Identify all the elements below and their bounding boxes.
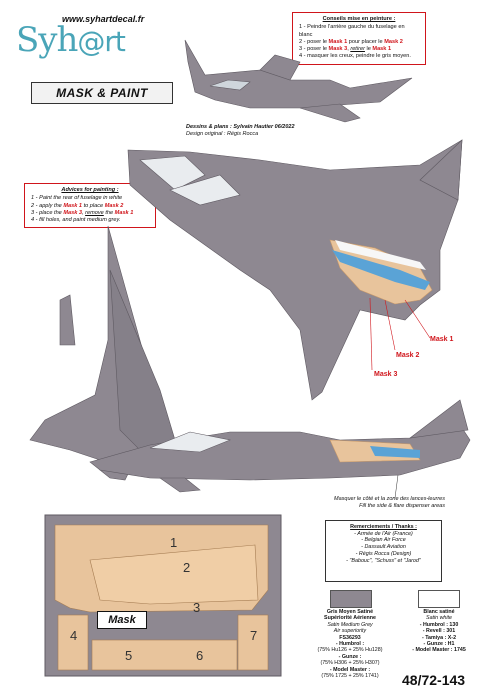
site-url[interactable]: www.syhartdecal.fr [62, 14, 145, 24]
mask-number-3: 3 [193, 600, 201, 615]
fr-instructions-title: Conseils mise en peinture : [322, 16, 396, 22]
side-note-pointer [394, 474, 399, 499]
fr-step-3: 3 - poser le Mask 3, retirer le Mask 1 [299, 46, 392, 53]
side-note-fr: Masquer le côté et la zone des lances-le… [334, 496, 445, 502]
thanks-title: Remerciements / Thanks : [350, 524, 417, 530]
brand-part1: Syh [16, 20, 78, 60]
white-color-swatch [418, 590, 460, 608]
mask-sheet [44, 514, 282, 677]
product-reference: 48/72-143 [402, 672, 466, 688]
aircraft-underside-view [29, 225, 176, 481]
mask-number-4: 4 [70, 628, 78, 643]
credits-drawings: Dessins & plans : Sylvain Hautier 06/202… [186, 124, 295, 130]
en-instructions-title: Advices for painting : [61, 187, 119, 193]
en-step-1: 1 - Paint the rear of fuselage in white [31, 195, 123, 202]
thanks-item: - Armée de l'Air (France) [354, 530, 413, 537]
mask-1-label: Mask 1 [430, 336, 454, 343]
white-color-info: Blanc satiné Satin white - Humbrol : 130… [412, 609, 466, 654]
mask-3-label: Mask 3 [374, 371, 398, 378]
mask-sheet-label: Mask [97, 611, 147, 629]
english-instructions-box: Advices for painting : 1 - Paint the rea… [24, 183, 156, 229]
side-note-en: Fill the side & flare dispenser areas [359, 503, 445, 509]
en-step-2: 2 - apply the Mask 1 to place Mask 2 [31, 202, 124, 209]
brand-part2: @rt [77, 25, 125, 58]
en-step-3: 3 - place the Mask 3, remove the Mask 1 [31, 209, 134, 216]
en-step-4: 4 - fill holes, and paint medium grey. [31, 217, 121, 224]
aircraft-top-view [184, 39, 413, 123]
fr-step-1: 1 - Peindre l'arrière gauche du fuselage… [299, 24, 405, 38]
credits-design: Design original : Régis Rocca [186, 131, 259, 137]
mask-number-2: 2 [183, 560, 191, 575]
thanks-item: - Belgian Air Force [361, 537, 406, 544]
mask-number-6: 6 [196, 648, 204, 663]
thanks-item: - "Babouc", "Schuss" et "Jarod" [346, 557, 421, 564]
mask-paint-banner: MASK & PAINT [31, 82, 173, 104]
grey-color-swatch [330, 590, 372, 608]
mask-2-label: Mask 2 [396, 352, 420, 359]
mask-pointer-lines [369, 297, 431, 371]
mask-number-5: 5 [125, 648, 133, 663]
aircraft-plan-view [127, 139, 463, 401]
mask-number-1: 1 [170, 535, 178, 550]
thanks-box: Remerciements / Thanks : - Armée de l'Ai… [325, 520, 442, 582]
fr-step-4: 4 - masquer les creux, peindre le gris m… [299, 53, 411, 60]
side-note: Masquer le côté et la zone des lances-le… [334, 496, 445, 510]
thanks-item: - Dassault Aviation [361, 544, 406, 551]
french-instructions-box: Conseils mise en peinture : 1 - Peindre … [292, 12, 426, 65]
credits: Dessins & plans : Sylvain Hautier 06/202… [186, 124, 295, 138]
fr-step-2: 2 - poser le Mask 1 pour placer le Mask … [299, 38, 403, 45]
brand-logo: Syh@rt [16, 20, 126, 60]
thanks-item: - Régis Rocca (Design) [355, 550, 412, 557]
aircraft-side-view [89, 399, 471, 493]
grey-color-info: Gris Moyen Satiné Supériorité Aérienne S… [317, 609, 383, 680]
mask-number-7: 7 [250, 628, 258, 643]
